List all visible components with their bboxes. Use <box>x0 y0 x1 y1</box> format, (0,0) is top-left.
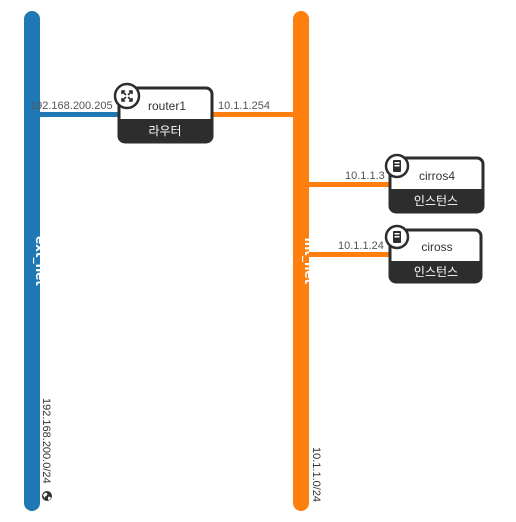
network-bar-ext[interactable] <box>24 11 40 511</box>
network-ext[interactable]: ext_net 192.168.200.0/24 <box>24 11 52 511</box>
device-type-label: 인스턴스 <box>414 194 458 208</box>
device-type-band <box>119 119 212 142</box>
device-type-label: 인스턴스 <box>414 265 458 279</box>
device-name: ciross <box>421 240 452 254</box>
device-cirros4[interactable]: cirros4 인스턴스 <box>384 153 485 214</box>
port-link-router1-ext[interactable]: 192.168.200.205 <box>30 100 118 117</box>
port-link-router1-int[interactable]: 10.1.1.254 <box>212 100 293 117</box>
port-link-ciross-int[interactable]: 10.1.1.24 <box>309 240 390 257</box>
network-name-ext: ext_net <box>32 236 47 286</box>
device-name: cirros4 <box>419 169 455 183</box>
port-line[interactable] <box>212 112 293 117</box>
port-link-cirros4-int[interactable]: 10.1.1.3 <box>309 170 390 187</box>
device-router1[interactable]: router1 라우터 <box>113 82 214 144</box>
network-cidr-int: 10.1.1.0/24 <box>310 447 322 502</box>
device-ciross[interactable]: ciross 인스턴스 <box>384 224 483 284</box>
device-name: router1 <box>148 99 186 113</box>
device-type-label: 라우터 <box>148 124 181 138</box>
router-icon <box>113 82 141 110</box>
port-line[interactable] <box>40 112 118 117</box>
port-ip-label: 10.1.1.254 <box>218 100 270 112</box>
port-ip-label: 10.1.1.24 <box>338 240 384 252</box>
port-ip-label: 10.1.1.3 <box>345 170 385 182</box>
network-bar-int[interactable] <box>293 11 309 511</box>
port-line[interactable] <box>309 252 390 257</box>
server-icon <box>384 224 410 250</box>
device-type-band <box>390 189 483 212</box>
network-int[interactable]: int_net 10.1.1.0/24 <box>293 11 322 511</box>
network-cidr-ext: 192.168.200.0/24 <box>40 398 52 484</box>
device-type-band <box>390 261 481 282</box>
network-name-int: int_net <box>301 238 316 285</box>
port-line[interactable] <box>309 182 390 187</box>
server-icon <box>384 153 410 179</box>
globe-icon <box>42 491 52 501</box>
port-ip-label: 192.168.200.205 <box>30 100 113 112</box>
